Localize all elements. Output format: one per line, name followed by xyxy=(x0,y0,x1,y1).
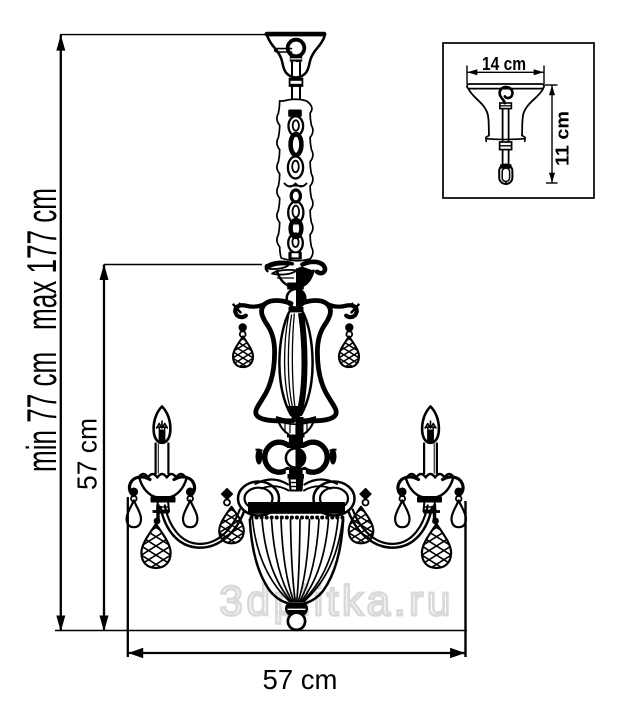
svg-text:11 cm: 11 cm xyxy=(552,111,573,166)
svg-text:min 77 cm max 177 cm: min 77 cm max 177 cm xyxy=(18,188,65,472)
svg-text:57 cm: 57 cm xyxy=(72,418,103,490)
svg-text:57 cm: 57 cm xyxy=(263,664,338,695)
svg-text:14 cm: 14 cm xyxy=(482,53,526,74)
svg-text:3dplitka.ru: 3dplitka.ru xyxy=(220,577,454,624)
